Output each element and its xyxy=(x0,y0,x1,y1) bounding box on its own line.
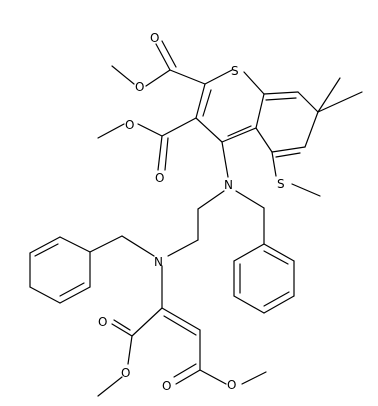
bond-c6-c5 xyxy=(271,146,306,153)
benzene-ring-n2 xyxy=(29,236,91,304)
bond-c2-c3-double xyxy=(202,89,212,117)
ring-bond-double xyxy=(263,291,290,307)
atom-o4: O xyxy=(155,171,164,185)
ring-bond xyxy=(233,243,265,262)
bond-carbonyl-o-double xyxy=(155,43,171,71)
bond-c8a-c8-double xyxy=(265,97,297,101)
bond-ch2b-n2 xyxy=(167,239,199,257)
bond-c7-me2 xyxy=(317,91,363,113)
ring-bond xyxy=(263,295,295,314)
ring-bond xyxy=(29,286,61,304)
atom-o5: O xyxy=(98,315,107,329)
ring-bond xyxy=(263,243,295,262)
bond-n2-benzyl-ch2 xyxy=(121,235,155,257)
bond-c6-c5-double xyxy=(275,152,301,158)
bond-c3-c4 xyxy=(195,117,223,143)
atom-o6: O xyxy=(121,366,130,380)
bond-c7-c6 xyxy=(304,111,319,148)
bond-vinyl-double xyxy=(163,315,197,336)
bond-carbonyl-oether xyxy=(145,69,171,87)
atom-s1: S xyxy=(231,64,239,78)
bond-c8-c7 xyxy=(297,91,319,113)
bond-carbonyl-o-double-2 xyxy=(161,40,177,68)
bond-c4-c4a-double xyxy=(227,125,252,137)
bond-c4-n1 xyxy=(221,141,229,178)
atom-o3: O xyxy=(125,118,134,132)
bond-n1-benzyl-ch2 xyxy=(235,190,265,209)
bond-vinyl-c-c xyxy=(161,307,201,331)
bond-carbonyl-o-left xyxy=(111,323,133,337)
bond-carbonyl-o-right-double xyxy=(173,363,197,378)
bond-carbonyl-o-right xyxy=(175,369,201,385)
bond-vinyl-carbonyl-left xyxy=(131,307,163,337)
bond-c5-c4a xyxy=(255,127,273,153)
ring-bond xyxy=(29,236,61,254)
thiochromene-core xyxy=(195,69,363,197)
bond-carbonyl-o-double-b xyxy=(157,135,163,171)
bond-oether-me-left xyxy=(97,376,123,397)
bond-c7-me1 xyxy=(317,77,341,113)
ester-c2 xyxy=(111,40,206,87)
bond-n1-ch2a xyxy=(197,190,225,210)
bond-c5-s2 xyxy=(271,151,277,177)
atom-s2: S xyxy=(277,177,285,191)
atom-o1: O xyxy=(150,31,159,45)
atom-n2: N xyxy=(154,255,163,269)
atom-o2: O xyxy=(135,80,144,94)
bond-carbonyl-oether-right xyxy=(199,369,227,385)
bond-c3-carbonyl xyxy=(161,117,197,137)
atom-o7: O xyxy=(162,379,171,393)
bond-carbonyl-o-left-double xyxy=(113,319,131,331)
bond-carbonyl-oether-2 xyxy=(137,123,163,137)
bond-c8a-s1 xyxy=(243,71,265,95)
bond-carbonyl-oether-left xyxy=(127,335,133,365)
ring-bond-double xyxy=(263,250,289,265)
maleate-diester xyxy=(97,307,267,397)
ring-bond xyxy=(233,295,265,314)
bond-c8a-c8 xyxy=(263,91,299,95)
bond-c4-c4a xyxy=(221,127,257,143)
atom-n1: N xyxy=(224,178,233,192)
ring-bond xyxy=(59,236,91,253)
bond-c2-carbonyl xyxy=(169,69,206,85)
benzene-ring-n1 xyxy=(233,243,295,314)
bond-s2-me xyxy=(291,183,321,197)
amine-n2-branch xyxy=(89,235,163,309)
bond-oether-me xyxy=(111,65,135,85)
bond-oether-me-right xyxy=(241,371,267,385)
ester-c3 xyxy=(97,117,197,171)
bond-c4a-c8a xyxy=(255,93,265,129)
bond-benzyl-ch2-ring-2 xyxy=(89,235,123,253)
ring-bond xyxy=(59,286,91,304)
bond-s1-c2 xyxy=(204,69,233,85)
atom-labels: S S N N O O O O O O O O xyxy=(98,31,285,393)
bond-c2-c3 xyxy=(195,83,206,119)
bond-carbonyl-o-double-b2 xyxy=(164,137,169,171)
ring-bond-double xyxy=(34,243,59,257)
atom-o8: O xyxy=(227,378,236,392)
bond-oether-me-2 xyxy=(97,123,125,139)
ring-bond-double xyxy=(59,282,85,297)
amine-n1-branch xyxy=(167,141,265,257)
